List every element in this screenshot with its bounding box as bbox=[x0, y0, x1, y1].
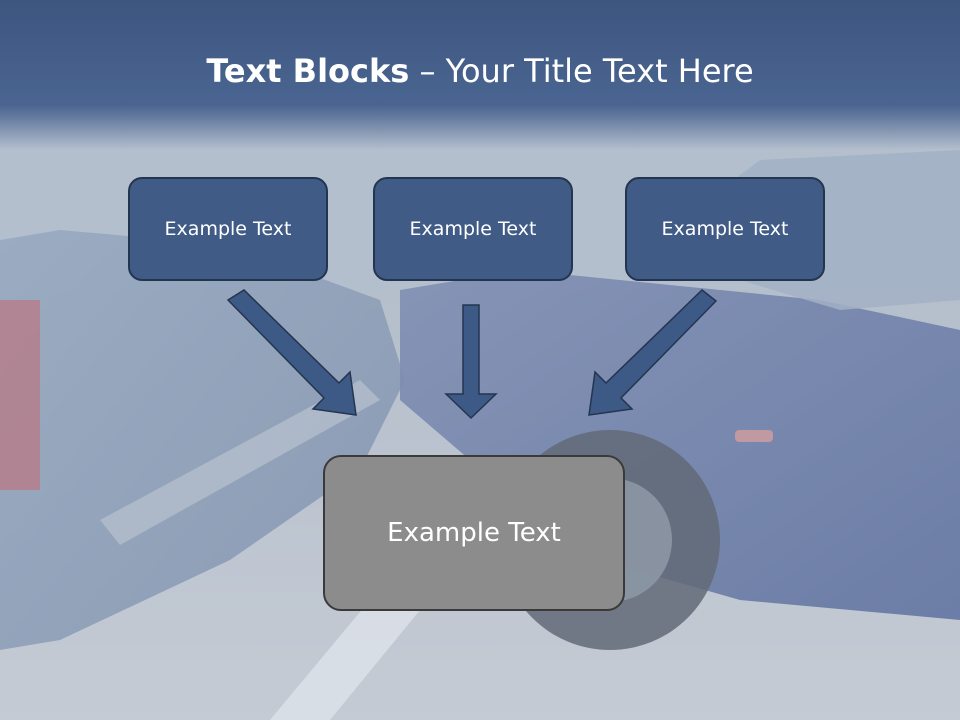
target-block-label: Example Text bbox=[387, 518, 561, 548]
text-block-1[interactable]: Example Text bbox=[128, 177, 328, 281]
target-block[interactable]: Example Text bbox=[323, 455, 625, 611]
text-block-3[interactable]: Example Text bbox=[625, 177, 825, 281]
title-bar bbox=[0, 0, 960, 150]
slide-title: Text Blocks – Your Title Text Here bbox=[0, 52, 960, 90]
text-block-3-label: Example Text bbox=[661, 218, 789, 240]
text-block-1-label: Example Text bbox=[164, 218, 292, 240]
slide-title-bold: Text Blocks bbox=[206, 52, 410, 90]
arrow-center bbox=[444, 304, 498, 420]
arrow-right bbox=[588, 289, 718, 416]
text-block-2[interactable]: Example Text bbox=[373, 177, 573, 281]
slide-title-rest: – Your Title Text Here bbox=[409, 52, 754, 90]
text-block-2-label: Example Text bbox=[409, 218, 537, 240]
arrow-left bbox=[226, 289, 357, 416]
